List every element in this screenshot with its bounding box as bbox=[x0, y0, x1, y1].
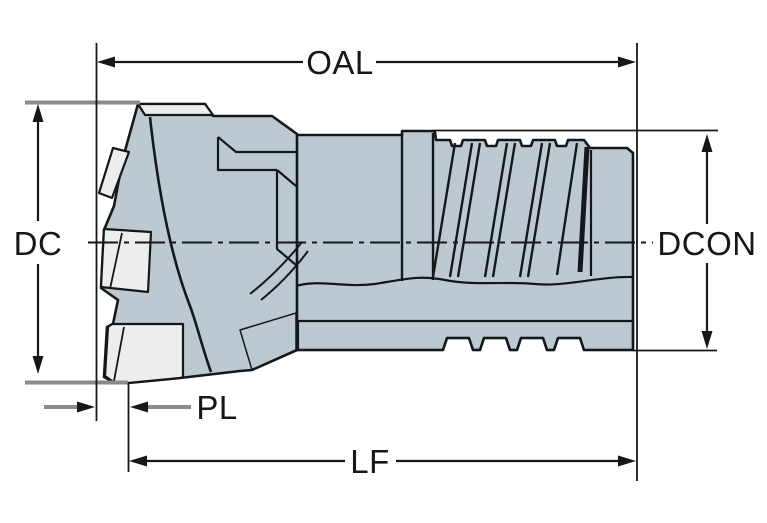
oal-dimension bbox=[97, 56, 636, 68]
dcon-dimension bbox=[701, 134, 713, 349]
relief-wavy-line bbox=[295, 275, 634, 288]
label-oal: OAL bbox=[306, 44, 374, 81]
lf-arrow-left bbox=[129, 455, 147, 467]
lf-arrow-right bbox=[618, 455, 636, 467]
cone-hatch bbox=[239, 311, 297, 372]
insert-left-middle bbox=[99, 227, 153, 294]
dc-arrow-up bbox=[32, 104, 44, 122]
insert-bottom bbox=[103, 322, 185, 385]
tool-shank bbox=[294, 129, 635, 352]
label-dcon: DCON bbox=[657, 225, 757, 262]
insert-bottom-facet bbox=[113, 326, 125, 382]
thread-end-wedge bbox=[577, 146, 590, 273]
flute-curve bbox=[148, 116, 213, 373]
insert-left-upper bbox=[97, 146, 131, 200]
neck-shoulder-lines bbox=[249, 241, 309, 301]
pl-dimension bbox=[44, 401, 191, 413]
dcon-arrow-up bbox=[701, 134, 713, 152]
dc-arrow-down bbox=[32, 356, 44, 374]
collar-edges bbox=[400, 133, 435, 281]
insert-top bbox=[136, 102, 215, 117]
thread-lines bbox=[431, 142, 579, 278]
oal-arrow-right bbox=[618, 56, 636, 68]
label-dc: DC bbox=[13, 225, 63, 262]
pl-arrow-left bbox=[130, 401, 148, 413]
label-lf: LF bbox=[350, 443, 390, 480]
dc-dimension bbox=[32, 104, 44, 374]
dimensions bbox=[25, 43, 718, 481]
pocket-lines bbox=[216, 136, 297, 266]
dcon-arrow-down bbox=[701, 331, 713, 349]
section-hatch-strip bbox=[296, 319, 635, 352]
lf-dimension bbox=[129, 455, 636, 467]
label-pl: PL bbox=[196, 389, 238, 426]
pl-arrow-right bbox=[77, 401, 95, 413]
insert-left-middle-facet bbox=[109, 232, 123, 290]
oal-arrow-left bbox=[97, 56, 115, 68]
